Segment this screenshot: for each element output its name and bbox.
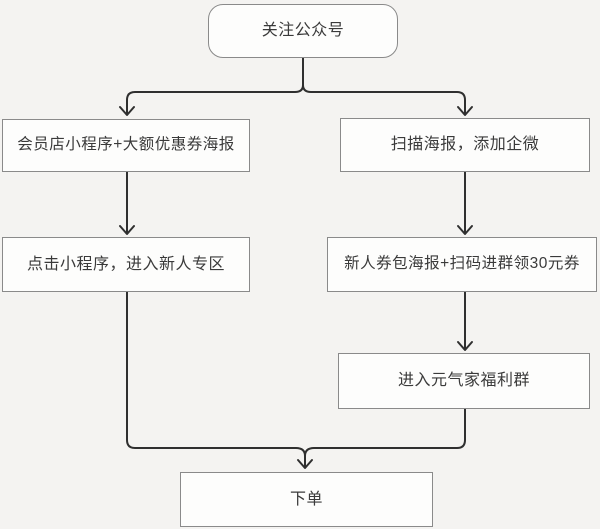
edge-left1-to-left2 [119,171,135,235]
edge-follow-to-right1 [302,57,473,116]
edge-merge-arrow [297,455,313,469]
flow-node-place-order: 下单 [180,472,433,527]
edge-right2-to-right3 [457,291,473,351]
flow-node-label: 进入元气家福利群 [397,372,530,390]
flow-node-coupon-pack-scan-join-group: 新人券包海报+扫码进群领30元券 [327,237,597,292]
edge-right3-to-order [304,408,466,457]
flow-node-miniprogram-coupon-poster: 会员店小程序+大额优惠券海报 [2,119,250,172]
flow-node-label: 下单 [289,490,323,508]
edge-left2-to-order [126,291,306,457]
edge-right1-to-right2 [457,171,473,235]
flow-node-label: 会员店小程序+大额优惠券海报 [17,136,235,154]
edge-follow-to-left1 [119,57,304,116]
flow-node-enter-welfare-group: 进入元气家福利群 [338,353,590,409]
flow-node-click-miniprogram-newcomer-zone: 点击小程序，进入新人专区 [2,237,250,292]
flow-node-label: 关注公众号 [261,22,345,40]
flow-node-label: 点击小程序，进入新人专区 [26,255,225,273]
flow-node-label: 扫描海报，添加企微 [390,136,540,154]
flow-node-label: 新人券包海报+扫码进群领30元券 [344,255,580,273]
flow-node-scan-poster-add-wecom: 扫描海报，添加企微 [340,118,590,172]
flow-node-follow-official-account: 关注公众号 [208,4,398,58]
